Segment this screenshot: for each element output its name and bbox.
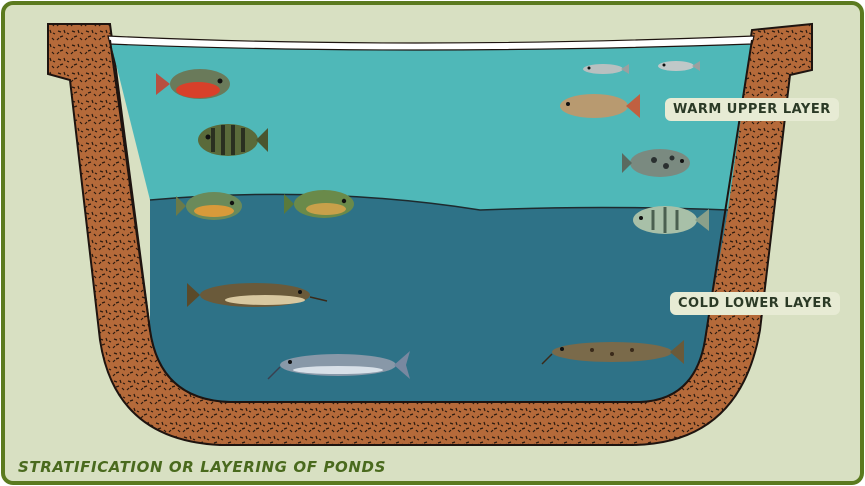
cold-lower-layer-label: COLD LOWER LAYER	[670, 292, 840, 315]
warm-water-layer	[110, 40, 752, 210]
diagram-caption: STRATIFICATION OR LAYERING OF PONDS	[18, 458, 386, 476]
warm-upper-layer-label: WARM UPPER LAYER	[665, 98, 839, 121]
